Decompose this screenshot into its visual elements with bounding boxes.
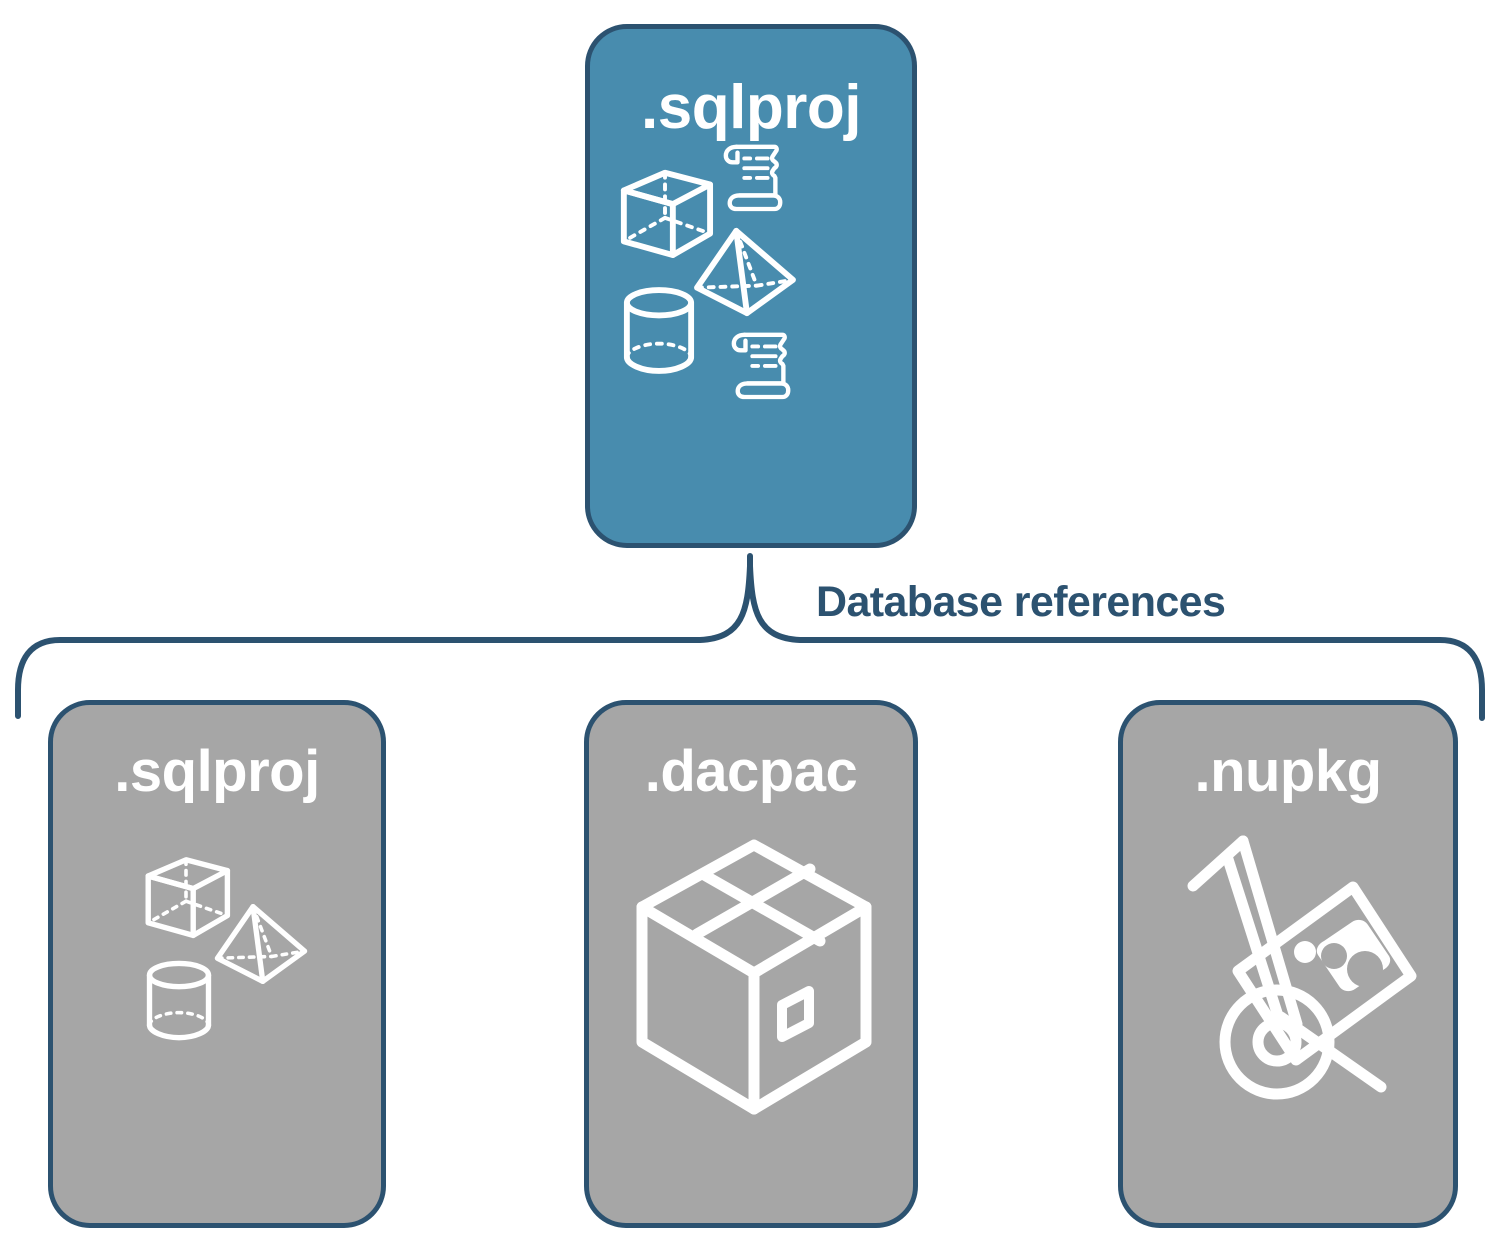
- reference-card-sqlproj[interactable]: .sqlproj: [48, 700, 386, 1228]
- reference-card-sqlproj-title: .sqlproj: [114, 739, 320, 804]
- reference-card-dacpac-icon-cluster: [589, 801, 913, 1223]
- root-card-sqlproj[interactable]: .sqlproj: [585, 24, 917, 548]
- cube-wireframe-icon: [620, 169, 714, 259]
- cylinder-wireframe-icon: [146, 960, 212, 1041]
- hand-truck-nuget-icon: [1187, 835, 1417, 1100]
- reference-card-dacpac[interactable]: .dacpac: [584, 700, 918, 1228]
- package-box-icon: [636, 839, 872, 1115]
- cube-wireframe-icon: [145, 857, 231, 939]
- reference-card-dacpac-title: .dacpac: [644, 739, 858, 804]
- reference-card-nupkg-title: .nupkg: [1194, 739, 1382, 804]
- reference-card-nupkg-icon-cluster: [1123, 801, 1453, 1223]
- cylinder-wireframe-icon: [623, 287, 695, 374]
- scroll-icon: [723, 144, 783, 212]
- reference-card-nupkg[interactable]: .nupkg: [1118, 700, 1458, 1228]
- reference-card-sqlproj-icon-cluster: [53, 801, 381, 1223]
- scroll-icon: [731, 332, 791, 400]
- pyramid-wireframe-icon: [214, 904, 308, 984]
- root-card-icon-cluster: [590, 139, 912, 543]
- root-card-title: .sqlproj: [641, 73, 861, 142]
- pyramid-wireframe-icon: [694, 227, 796, 317]
- brace-label: Database references: [816, 578, 1226, 626]
